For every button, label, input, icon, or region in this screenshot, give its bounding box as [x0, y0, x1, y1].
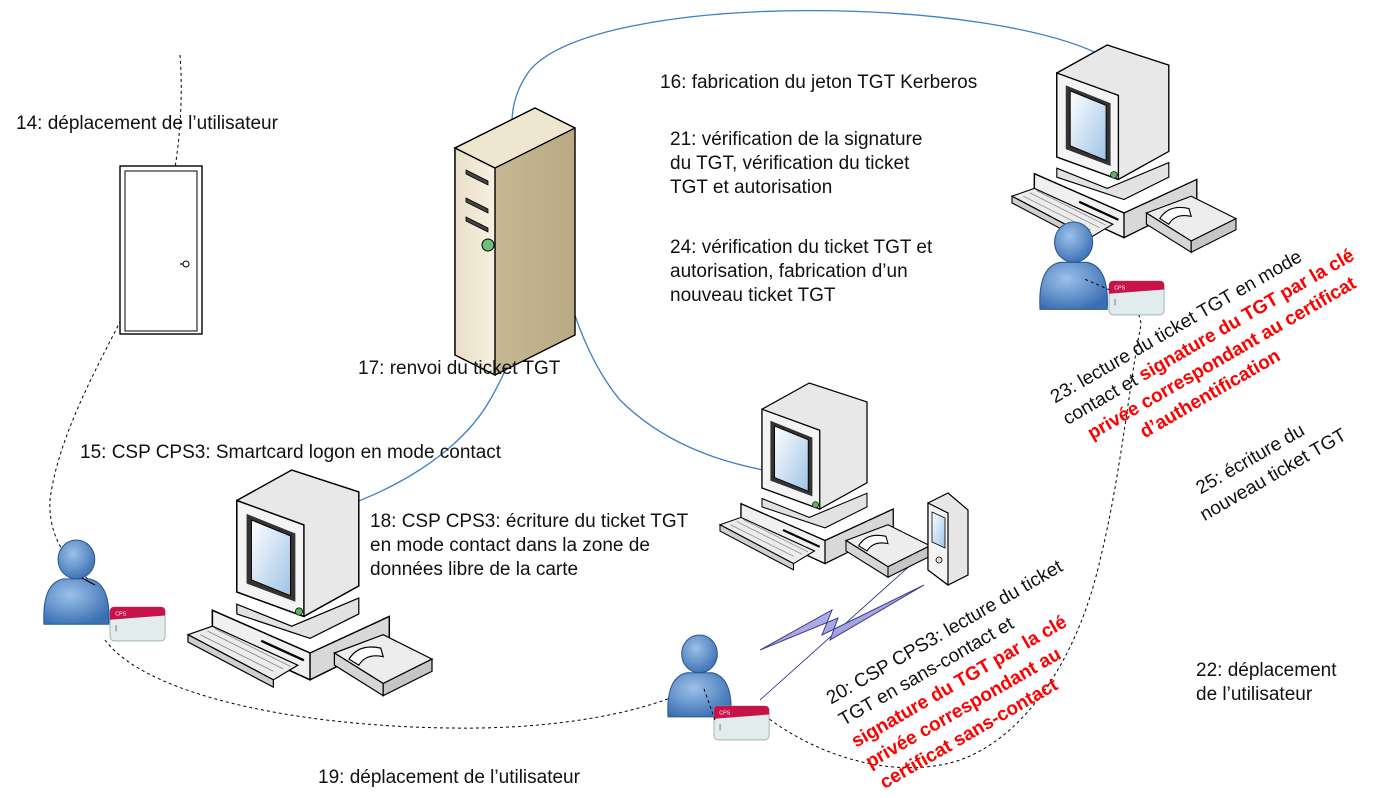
label-step-21-line-3: TGT et autorisation: [670, 177, 833, 198]
user-path-14: [49, 54, 182, 586]
label-step-24: 24: vérification du ticket TGT et autori…: [670, 236, 932, 308]
label-step-22-line-1: 22: déplacement: [1196, 660, 1337, 681]
label-step-24-line-3: nouveau ticket TGT: [670, 285, 836, 306]
label-step-24-line-2: autorisation, fabrication d’un: [670, 261, 908, 282]
card-icon-left: [109, 606, 166, 642]
user-icon-middle: [667, 634, 732, 718]
label-step-21-line-1: 21: vérification de la signature: [670, 129, 923, 150]
label-step-21: 21: vérification de la signature du TGT,…: [670, 128, 922, 200]
label-step-18-line-2: en mode contact dans la zone de: [370, 535, 650, 556]
label-step-16: 16: fabrication du jeton TGT Kerberos: [660, 72, 978, 93]
label-step-24-line-1: 24: vérification du ticket TGT et: [670, 237, 933, 258]
label-step-22-line-2: de l’utilisateur: [1196, 684, 1313, 705]
card-icon-topright: [1108, 280, 1165, 316]
label-step-18-line-3: données libre de la carte: [370, 559, 579, 580]
user-path-19: [104, 639, 706, 729]
door-icon: [119, 165, 203, 335]
wireless-bolt-icon: [759, 584, 925, 651]
server-icon: [453, 107, 577, 377]
label-step-15: 15: CSP CPS3: Smartcard logon en mode co…: [80, 442, 502, 463]
user-icon-topright: [1039, 221, 1108, 310]
label-step-22: 22: déplacement de l’utilisateur: [1196, 659, 1337, 707]
label-step-14: 14: déplacement de l’utilisateur: [16, 113, 278, 134]
label-step-18: 18: CSP CPS3: écriture du ticket TGT en …: [370, 510, 688, 582]
computer-icon-left: [186, 468, 434, 697]
user-icon-left: [43, 539, 110, 625]
label-step-21-line-2: du TGT, vérification du ticket: [670, 153, 910, 174]
computer-icon-middle: [718, 381, 932, 579]
label-step-17: 17: renvoi du ticket TGT: [358, 358, 561, 379]
pda-icon: [927, 492, 969, 587]
label-step-19: 19: déplacement de l’utilisateur: [318, 767, 580, 788]
computer-icon-topright: [1010, 43, 1238, 254]
card-icon-middle: [713, 705, 770, 741]
label-step-18-line-1: 18: CSP CPS3: écriture du ticket TGT: [370, 511, 689, 532]
